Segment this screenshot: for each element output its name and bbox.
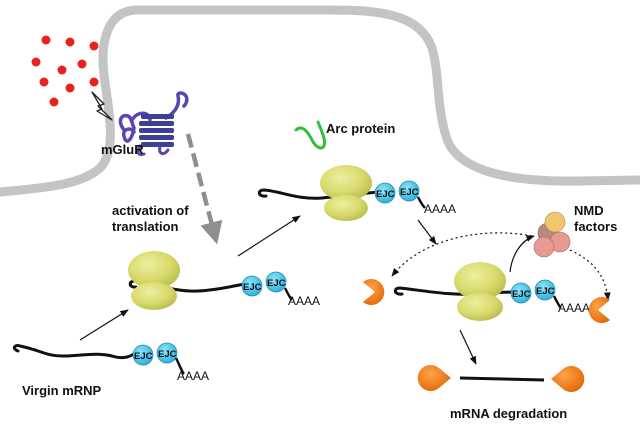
mrna-strand xyxy=(12,344,138,360)
activation-label-line2: translation xyxy=(112,219,179,234)
upper-translating-mrnp: EJC EJC AAAA xyxy=(257,165,456,221)
ejc-label: EJC xyxy=(267,278,286,289)
neurotransmitter-dot xyxy=(41,35,51,45)
ejc-label: EJC xyxy=(400,187,419,198)
nmd-factor xyxy=(533,236,555,258)
receptor-helix xyxy=(141,114,174,119)
arrow-recruit-nmd xyxy=(509,235,535,273)
ribosome-small-subunit xyxy=(457,293,503,321)
ribosome-small-subunit xyxy=(131,282,177,310)
receptor-helix xyxy=(141,142,174,147)
ejc-bead xyxy=(132,344,154,366)
neurotransmitter-dot xyxy=(31,57,41,67)
nmd-label-line1: NMD xyxy=(574,203,604,218)
degrading-mrna xyxy=(417,365,585,392)
receptor-lower-loop xyxy=(136,144,170,156)
dotted-arrow-left-exonuclease xyxy=(391,232,533,277)
ribosome-large-subunit xyxy=(320,165,372,201)
cell-membrane xyxy=(0,5,640,197)
mrna-tail xyxy=(174,357,185,375)
ejc-label: EJC xyxy=(376,189,395,200)
neurotransmitter-dot xyxy=(65,37,75,47)
ejc-label: EJC xyxy=(243,282,262,293)
arc-protein-squiggle xyxy=(294,120,326,150)
signaling-arrow xyxy=(185,133,223,245)
ejc-label: EJC xyxy=(134,351,153,362)
arrow-virgin-to-translation xyxy=(79,309,129,341)
exonuclease-pacman xyxy=(551,366,585,392)
activation-label-line1: activation of xyxy=(112,203,189,218)
exonuclease-right xyxy=(588,297,610,323)
polya-tail-label: AAAA xyxy=(424,202,456,216)
neurotransmitter-dot xyxy=(89,77,99,87)
ejc-bead xyxy=(241,275,263,297)
mrna-tail xyxy=(552,295,562,309)
neurotransmitter-dots xyxy=(31,35,99,107)
arrow-to-nmd-complex xyxy=(417,219,437,245)
receptor-helix xyxy=(139,128,174,133)
ejc-label: EJC xyxy=(536,286,555,297)
ejc-bead xyxy=(156,342,178,364)
polya-tail-label: AAAA xyxy=(558,301,590,315)
mrna-fragment xyxy=(459,376,545,382)
receptor-helix xyxy=(139,121,174,126)
ejc-bead xyxy=(510,282,532,304)
exonuclease-pacman xyxy=(363,279,385,306)
receptor-helices xyxy=(139,114,174,147)
ribosome-small-subunit xyxy=(324,195,368,221)
neurotransmitter-dot xyxy=(65,83,75,93)
mrna-strand xyxy=(393,286,526,296)
ejc-bead xyxy=(534,279,556,301)
ejc-bead xyxy=(265,271,287,293)
arrow-to-degradation xyxy=(459,329,477,365)
ejc-label: EJC xyxy=(158,349,177,360)
neurotransmitter-dot xyxy=(57,65,67,75)
ribosome-large-subunit xyxy=(128,251,180,289)
neurotransmitter-dot xyxy=(39,77,49,87)
mglur-receptor xyxy=(118,91,189,156)
mrna-degradation-label: mRNA degradation xyxy=(450,406,567,421)
arrow-to-upper-translation xyxy=(237,215,301,257)
ribosome-large-subunit xyxy=(454,262,506,300)
translating-mrnp: EJC EJC AAAA xyxy=(128,251,320,310)
exonuclease-left xyxy=(363,279,385,306)
neurotransmitter-dot xyxy=(89,41,99,51)
polya-tail-label: AAAA xyxy=(177,369,209,383)
exonuclease-pacman xyxy=(588,297,610,323)
ejc-bead xyxy=(374,182,396,204)
mrna-tail xyxy=(283,287,293,301)
lightning-icon xyxy=(91,91,113,121)
arc-protein-label: Arc protein xyxy=(326,121,395,136)
nmd-factor-cluster xyxy=(533,211,571,258)
mrna-tail xyxy=(416,196,426,209)
receptor-helix xyxy=(139,135,174,140)
receptor-tail xyxy=(164,91,189,120)
virgin-mrnp: EJC EJC AAAA xyxy=(12,342,209,383)
mglur-label: mGluR xyxy=(101,142,144,157)
nmd-label-line2: factors xyxy=(574,219,617,234)
nmd-complex: EJC EJC AAAA xyxy=(393,262,590,321)
neurotransmitter-dot xyxy=(77,59,87,69)
virgin-mrnp-label: Virgin mRNP xyxy=(22,383,102,398)
ejc-label: EJC xyxy=(512,289,531,300)
dotted-arrow-right-exonuclease xyxy=(569,249,611,301)
nmd-factor xyxy=(544,211,566,233)
polya-tail-label: AAAA xyxy=(288,294,320,308)
exonuclease-pacman xyxy=(417,365,451,392)
neurotransmitter-dot xyxy=(49,97,59,107)
ejc-bead xyxy=(398,180,420,202)
